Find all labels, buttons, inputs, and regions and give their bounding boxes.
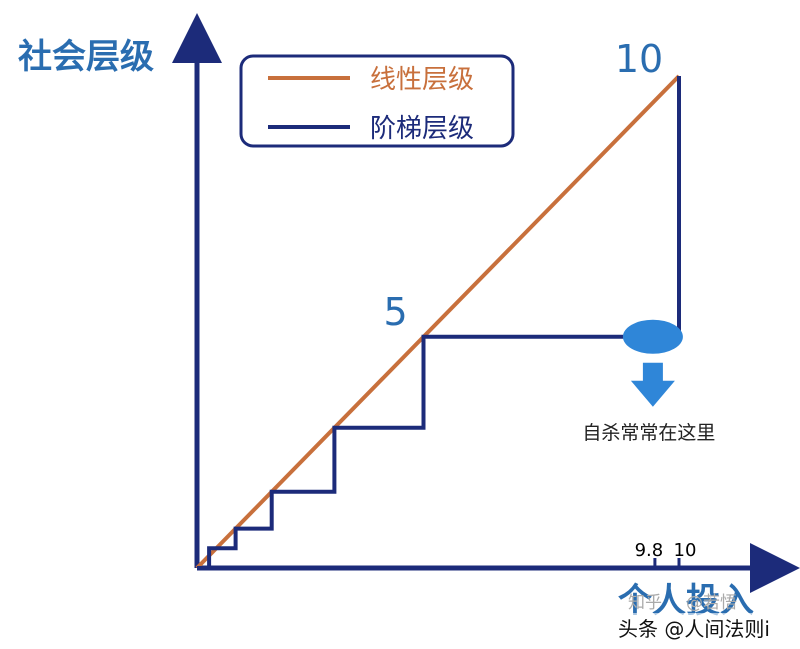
annotation: 自杀常常在这里 (582, 319, 715, 444)
legend-entry-step: 阶梯层级 (370, 114, 474, 144)
axes (172, 13, 800, 593)
annotation-marker (622, 319, 683, 354)
legend-entry-linear: 线性层级 (370, 65, 474, 95)
watermark-zhihu-user: @若悟 (686, 593, 737, 613)
annotation-arrow (630, 362, 675, 407)
series-step-line (197, 76, 681, 570)
series-linear-line (195, 74, 681, 570)
y-axis-label: 社会层级 (18, 37, 154, 77)
x-tick-label-0: 9.8 (635, 540, 664, 561)
watermark-zhihu: 知乎 (628, 593, 662, 613)
watermark-toutiao-text: 头条 @人间法则i (618, 617, 770, 641)
annotation-text: 自杀常常在这里 (582, 422, 715, 444)
watermark-toutiao: 头条 @人间法则i (614, 613, 774, 643)
x-tick-label-1: 10 (674, 540, 697, 561)
point-label-5: 5 (383, 290, 407, 334)
labels: 5 10 9.8 10 (383, 37, 696, 561)
series-linear (195, 74, 681, 570)
point-label-10: 10 (615, 37, 663, 81)
series-step (197, 76, 681, 570)
